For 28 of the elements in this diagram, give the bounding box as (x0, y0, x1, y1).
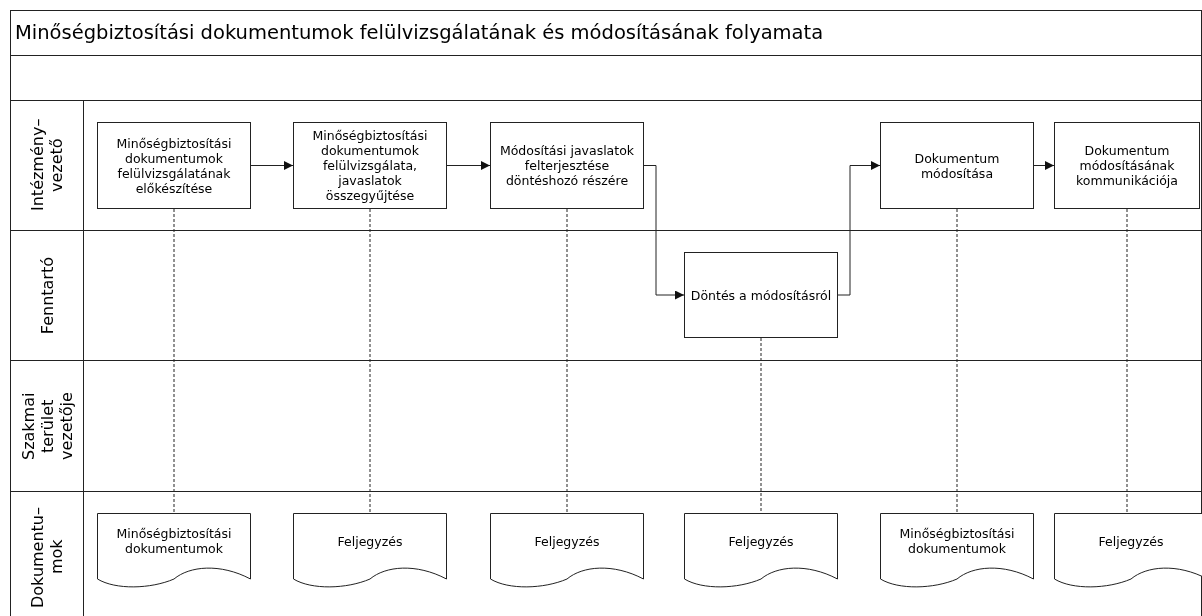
title: Minőségbiztosítási dokumentumok felülvizsgálatának és módosításának folyamata (15, 21, 824, 44)
process-box: Döntés a módosításról (684, 252, 838, 338)
process-box: Dokumentum módosításának kommunikációja (1054, 122, 1200, 209)
document-shape: Minőségbiztosítási dokumentumok (97, 513, 251, 591)
lane-header: Szakmai terület vezetője (10, 361, 84, 492)
arrow (446, 161, 491, 170)
document-shape: Feljegyzés (293, 513, 447, 591)
dashed-connector (956, 208, 958, 514)
process-box: Módosítási javaslatok felterjesztése döntéshozó részére (490, 122, 644, 209)
dashed-connector (760, 337, 762, 514)
dashed-connector (1126, 208, 1128, 514)
arrow (1033, 161, 1055, 170)
lane-header: Fenntartó (10, 231, 84, 361)
process-box: Minőségbiztosítási dokumentumok felülvizsgálata, javaslatok összegyűjtése (293, 122, 447, 209)
arrow (643, 165, 685, 300)
arrow (837, 161, 881, 296)
lane-header: Intézmény– vezető (10, 100, 84, 231)
dashed-connector (369, 208, 371, 514)
dashed-connector (173, 208, 175, 514)
document-shape: Feljegyzés (1054, 513, 1202, 591)
arrow (250, 161, 294, 170)
document-shape: Feljegyzés (684, 513, 838, 591)
process-box: Minőségbiztosítási dokumentumok felülvizsgálatának előkészítése (97, 122, 251, 209)
process-box: Dokumentum módosítása (880, 122, 1034, 209)
dashed-connector (566, 208, 568, 514)
lane-header: Dokumentu– mok (10, 492, 84, 616)
document-shape: Feljegyzés (490, 513, 644, 591)
document-shape: Minőségbiztosítási dokumentumok (880, 513, 1034, 591)
